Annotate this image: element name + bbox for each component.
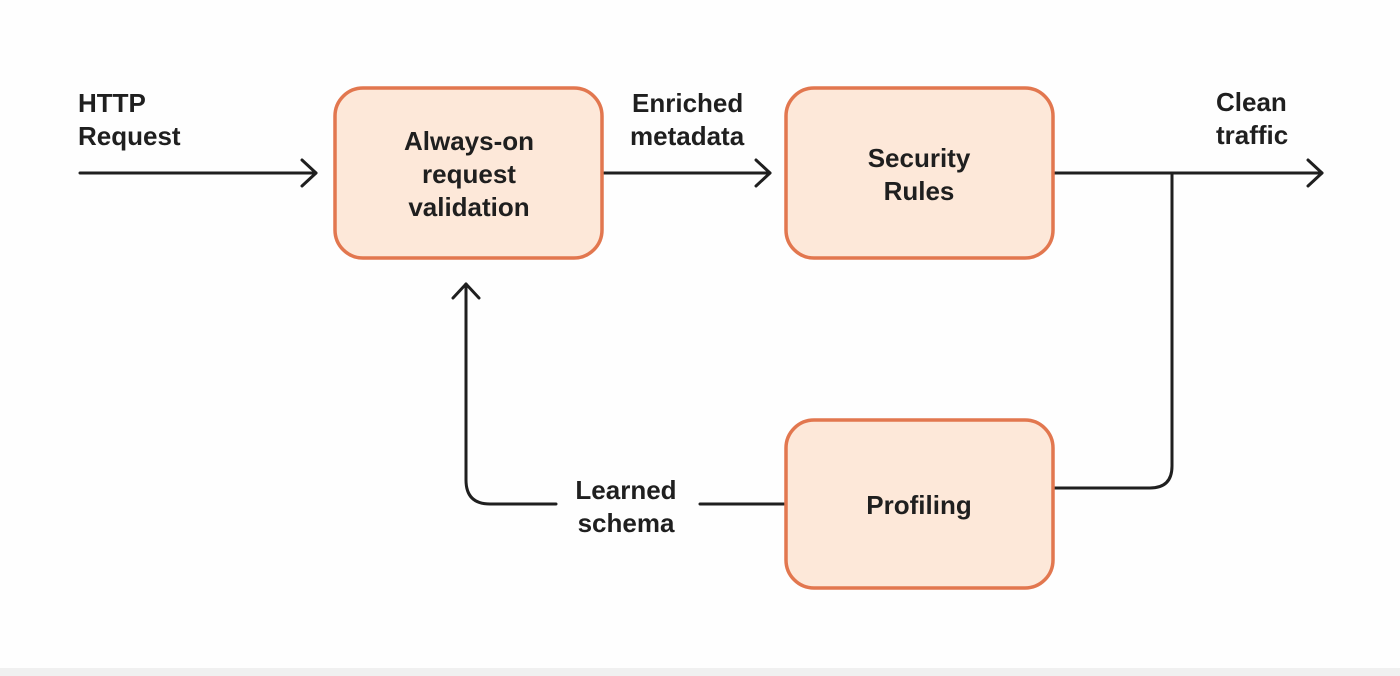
edge-label-clean-traffic: Clean traffic — [1216, 87, 1288, 150]
clean-traffic-line2: traffic — [1216, 120, 1288, 150]
validation-label-line1: Always-on — [404, 126, 534, 156]
validation-box-border — [333, 86, 604, 260]
security-rules-label-line2: Rules — [884, 176, 955, 206]
validation-label-line3: validation — [408, 192, 529, 222]
arrowhead-into-validation — [300, 158, 318, 188]
profiling-box-border — [784, 418, 1055, 590]
security-rules-box-border — [784, 86, 1055, 260]
arrowhead-into-validation-bottom — [451, 282, 481, 300]
security-rules-label-line1: Security — [868, 143, 971, 173]
arrowhead-into-security — [754, 158, 772, 188]
profiling-box: Profiling — [784, 418, 1055, 590]
clean-traffic-line1: Clean — [1216, 87, 1287, 117]
learned-schema-line1: Learned — [575, 475, 676, 505]
enriched-metadata-line2: metadata — [630, 121, 745, 151]
enriched-metadata-line1: Enriched — [632, 88, 743, 118]
arrowhead-clean-traffic — [1306, 158, 1324, 188]
validation-box: Always-on request validation — [333, 86, 604, 260]
edge-label-http-request: HTTP Request — [78, 88, 181, 151]
http-request-line1: HTTP — [78, 88, 146, 118]
http-request-line2: Request — [78, 121, 181, 151]
profiling-label: Profiling — [866, 490, 971, 520]
security-rules-box-shape — [786, 88, 1053, 258]
edge-label-learned-schema: Learned schema — [575, 475, 676, 538]
security-rules-box: Security Rules — [784, 86, 1055, 260]
profiling-box-shape — [786, 420, 1053, 588]
validation-label-line2: request — [422, 159, 516, 189]
learned-schema-line2: schema — [578, 508, 675, 538]
connector-branch-to-profiling — [1052, 171, 1174, 490]
bottom-edge-strip — [0, 668, 1400, 676]
edge-label-enriched-metadata: Enriched metadata — [630, 88, 745, 151]
connector-label-to-validation — [464, 282, 558, 506]
validation-box-shape — [335, 88, 602, 258]
